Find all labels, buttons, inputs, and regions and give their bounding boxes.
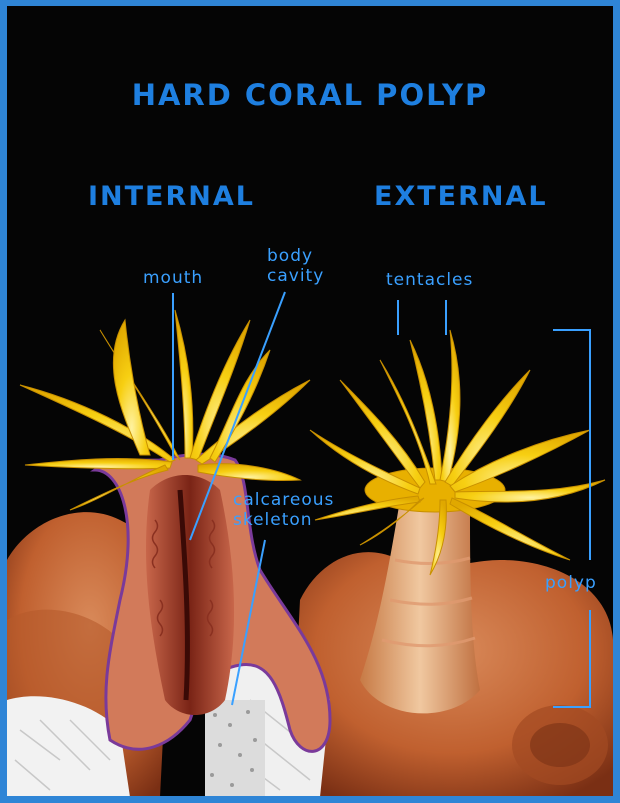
- label-body-cavity: body cavity: [267, 246, 347, 286]
- label-body-cavity-line1: body: [267, 246, 347, 266]
- label-calcareous-line1: calcareous: [233, 490, 353, 510]
- label-mouth: mouth: [143, 268, 203, 288]
- internal-heading: INTERNAL: [88, 181, 255, 212]
- external-heading: EXTERNAL: [374, 181, 548, 212]
- diagram-title: HARD CORAL POLYP: [0, 78, 620, 112]
- label-calcareous-line2: skeleton: [233, 510, 353, 530]
- label-body-cavity-line2: cavity: [267, 266, 347, 286]
- label-tentacles: tentacles: [386, 270, 473, 290]
- label-polyp: polyp: [545, 573, 597, 593]
- label-calcareous-skeleton: calcareous skeleton: [233, 490, 353, 530]
